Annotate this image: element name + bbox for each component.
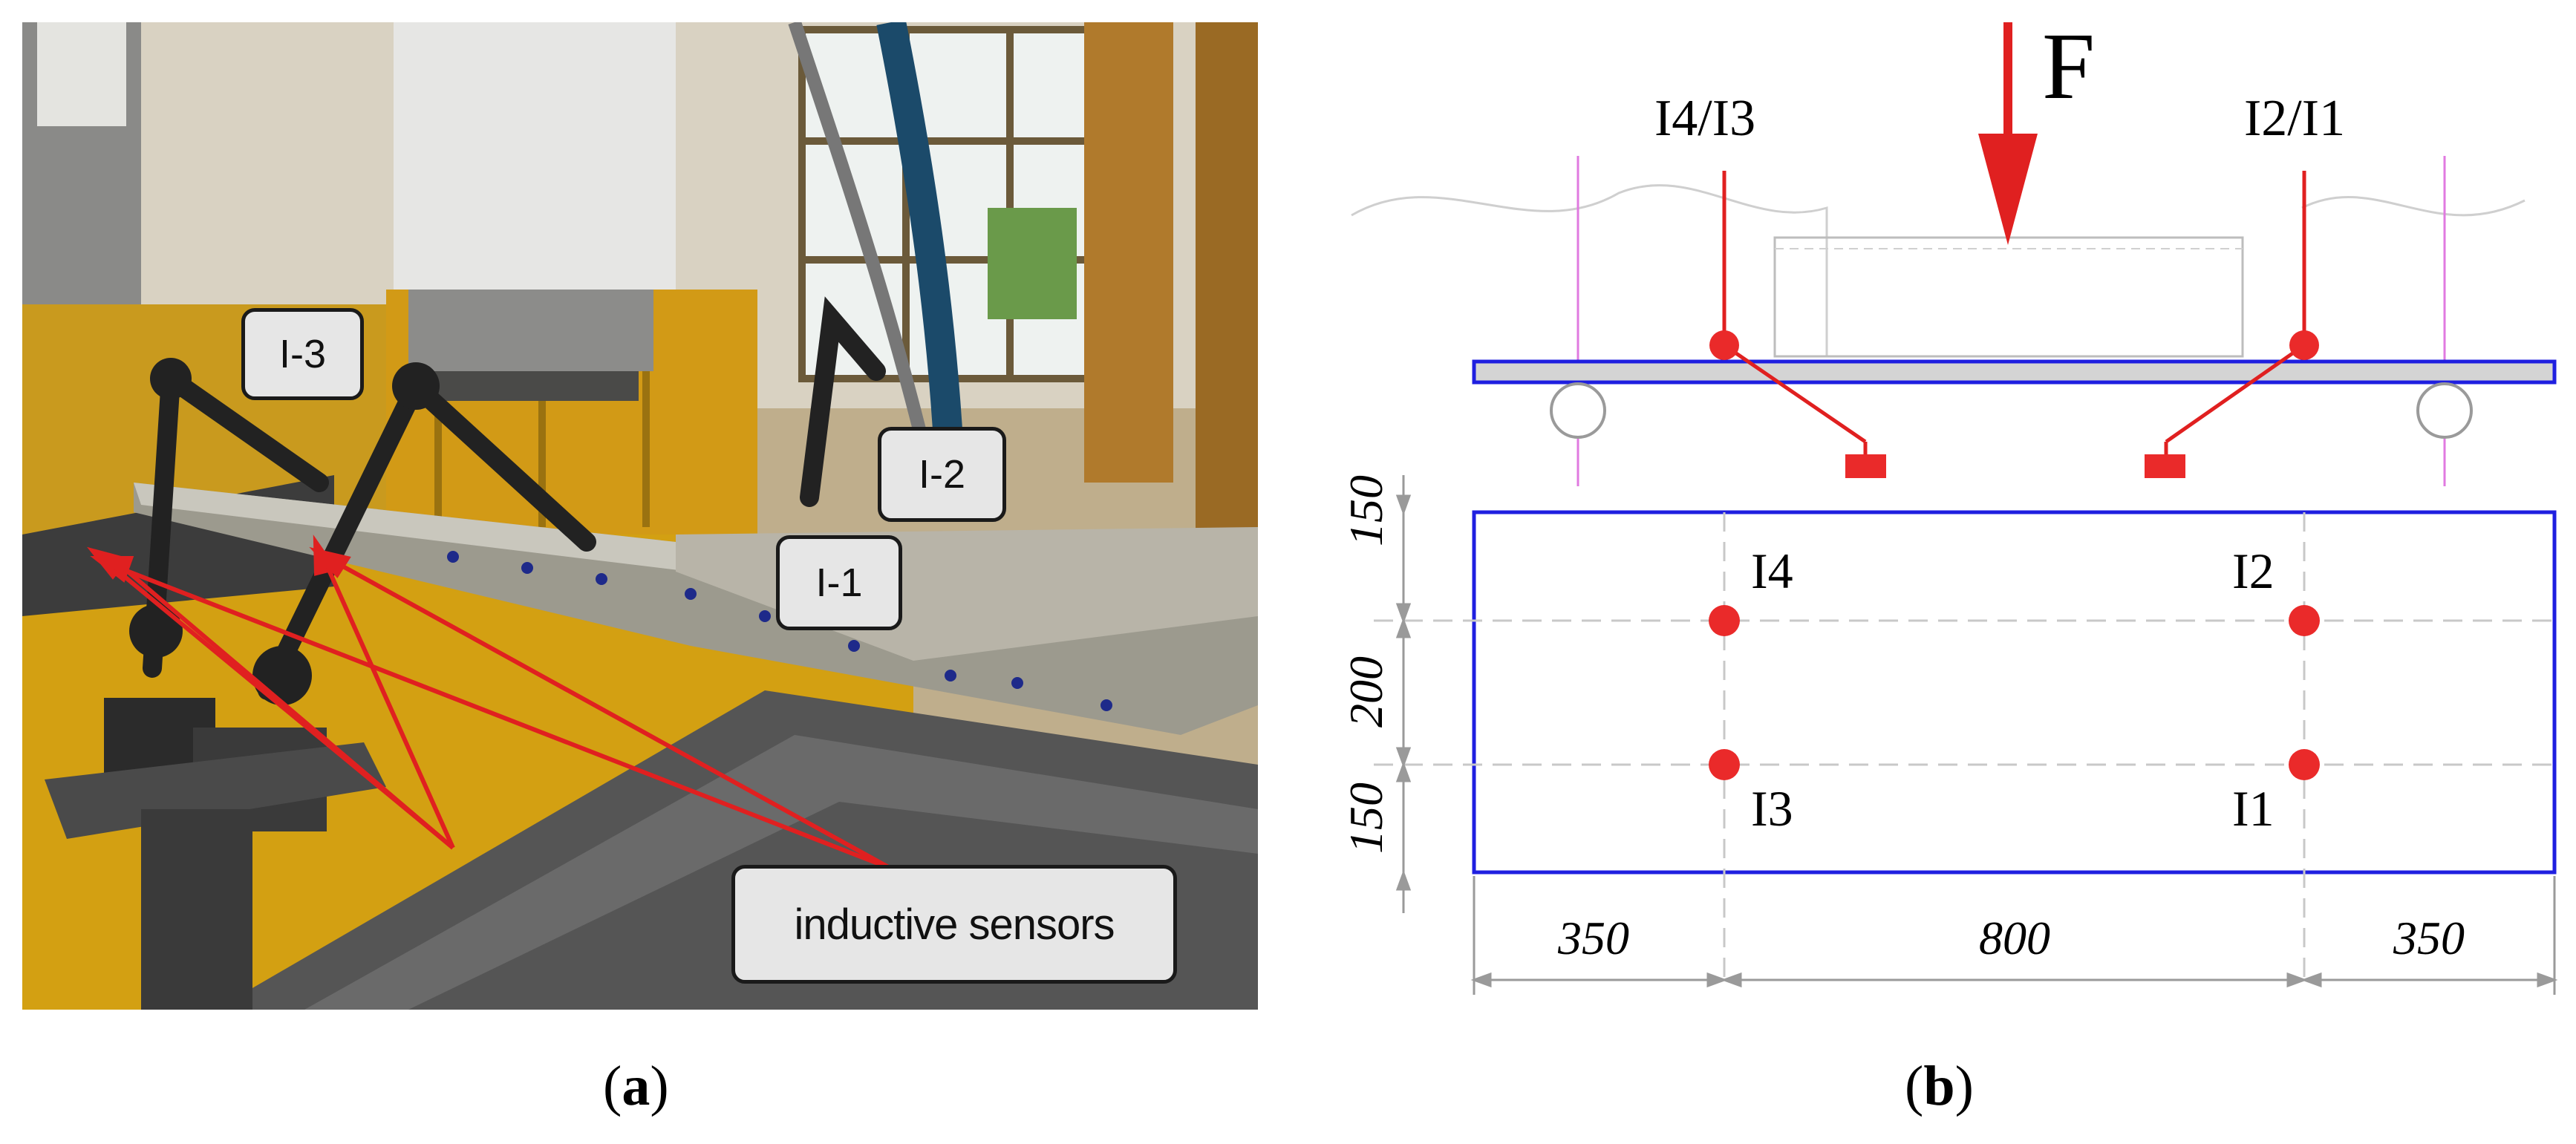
label-i2-i1: I2/I1 [2244, 90, 2346, 147]
dim-vertical-2: 200 [1340, 656, 1392, 728]
slab-plan [1472, 510, 2557, 875]
plant [988, 208, 1077, 319]
timber-column [1084, 22, 1173, 483]
support-roller-right [2416, 382, 2473, 439]
marker-i4 [1709, 605, 1740, 636]
dim-vertical-1: 150 [1340, 475, 1392, 546]
plan-markers [1709, 605, 2320, 780]
caption-b: (b) [1905, 1055, 1974, 1117]
label-inductive-sensors: inductive sensors [731, 865, 1177, 984]
label-i1: I1 [2232, 780, 2275, 837]
photo-illustration [22, 22, 1258, 1010]
label-sensor-i1: I-1 [776, 535, 902, 630]
marker-i2 [2289, 605, 2320, 636]
caption-a-letter: a [622, 1055, 650, 1117]
vertical-dimension [1395, 475, 1412, 913]
test-setup-photo: I-3 I-2 I-1 inductive sensors [22, 22, 1258, 1010]
test-slab [134, 483, 1258, 735]
dim-horizontal-2: 800 [1979, 912, 2050, 964]
label-i4: I4 [1751, 543, 1793, 599]
elevation-marker-right [2289, 330, 2319, 360]
caption-b-letter: b [1923, 1055, 1955, 1117]
dim-horizontal-3: 350 [2393, 912, 2465, 964]
label-i2: I2 [2232, 543, 2275, 599]
label-sensor-i2: I-2 [878, 427, 1006, 522]
label-sensor-i3: I-3 [241, 308, 364, 400]
marker-i3 [1709, 749, 1740, 780]
force-arrow [1978, 22, 2038, 245]
caption-a: (a) [603, 1055, 669, 1117]
label-i4-i3: I4/I3 [1654, 90, 1756, 147]
slab-elevation [1472, 359, 2557, 385]
elevation-marker-left [1709, 330, 1739, 360]
slab-holes [447, 551, 1112, 711]
actuator [394, 22, 676, 290]
support-roller-left [1550, 382, 1606, 439]
drawing-lines [1351, 22, 2558, 995]
horizontal-dimension [1470, 876, 2558, 995]
marker-i1 [2289, 749, 2320, 780]
sensor-base-left [1845, 454, 1886, 478]
sensor-layout-drawing: F I4/I3 I2/I1 I4 I2 I3 I1 150 200 150 35… [1307, 0, 2576, 1024]
dim-vertical-3: 150 [1340, 782, 1392, 854]
force-label: F [2042, 13, 2096, 119]
label-i3: I3 [1751, 780, 1793, 837]
sensor-base-right [2145, 454, 2185, 478]
dim-horizontal-1: 350 [1558, 912, 1629, 964]
elevation-sensors [1722, 171, 2306, 457]
load-plate [1773, 236, 2244, 358]
